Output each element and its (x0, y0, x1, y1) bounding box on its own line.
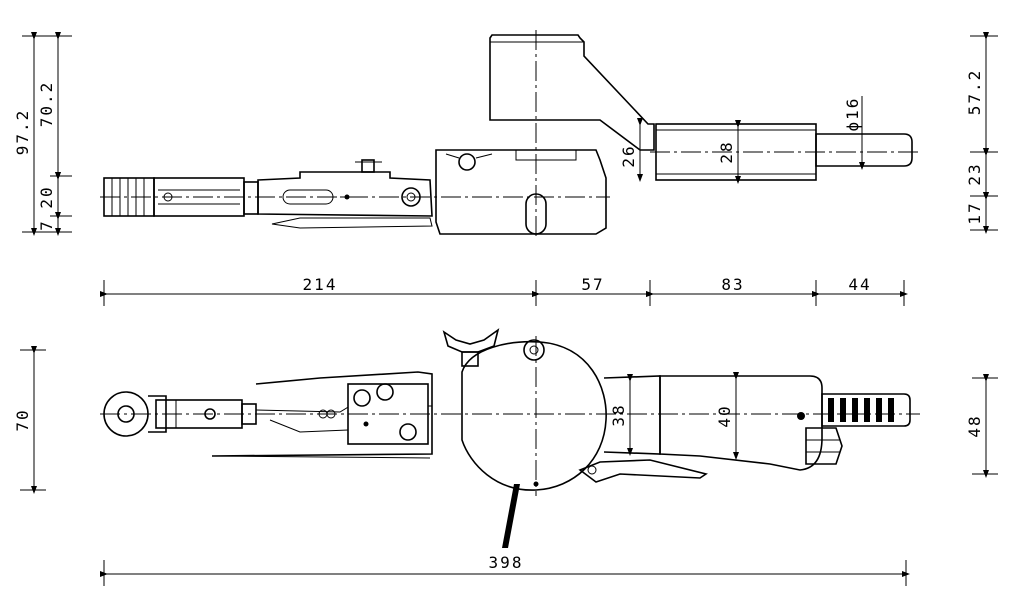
dim-7: 7 (37, 219, 56, 231)
dim-20: 20 (37, 185, 56, 208)
dim-97-2: 97.2 (13, 109, 32, 156)
dim-17: 17 (965, 201, 984, 224)
dim-83: 83 (721, 275, 744, 294)
top-view (100, 30, 920, 240)
side-view (100, 328, 920, 548)
dimension-labels: 97.2 70.2 20 7 57.2 23 17 26 28 ϕ16 214 … (13, 69, 984, 572)
dim-70-2: 70.2 (37, 81, 56, 128)
dim-23: 23 (965, 162, 984, 185)
dim-70: 70 (13, 408, 32, 431)
dim-214: 214 (303, 275, 338, 294)
dim-40: 40 (715, 404, 734, 427)
dim-398: 398 (489, 553, 524, 572)
dim-26: 26 (619, 144, 638, 167)
dimension-lines (20, 32, 998, 586)
dim-57-2: 57.2 (965, 69, 984, 116)
dim-28: 28 (717, 140, 736, 163)
dim-44: 44 (848, 275, 871, 294)
dim-38: 38 (609, 403, 628, 426)
dim-48: 48 (965, 414, 984, 437)
dim-phi-16: ϕ16 (843, 97, 862, 132)
dim-57: 57 (581, 275, 604, 294)
